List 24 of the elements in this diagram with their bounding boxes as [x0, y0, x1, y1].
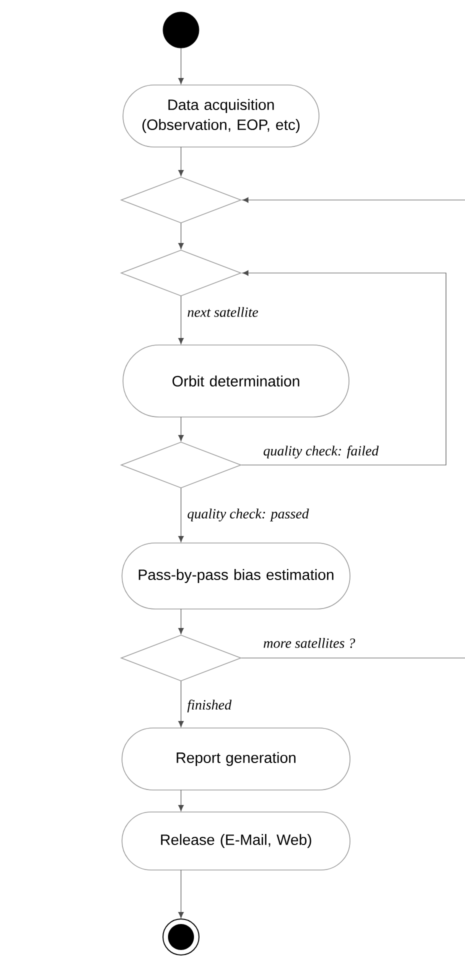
arrow [178, 870, 184, 918]
process-box: Report generation [122, 728, 350, 790]
end-circle [162, 918, 200, 956]
arrow [241, 270, 446, 466]
arrow [178, 222, 184, 250]
process-box: Orbit determination [122, 344, 350, 418]
edge-label: quality check: passed [186, 508, 310, 522]
arrow [178, 48, 184, 84]
edge-label: more satellites ? [262, 637, 356, 649]
start-circle [162, 12, 200, 48]
process-box: Data acquisition (Observation, EOP, etc) [122, 84, 320, 148]
edge-label: quality check: failed [262, 444, 380, 460]
process-box: Release (E-Mail, Web) [122, 812, 350, 870]
edge-label: finished [186, 698, 233, 714]
arrow [178, 488, 184, 542]
arrow [242, 197, 465, 203]
arrow [178, 416, 184, 442]
arrow [178, 790, 184, 812]
process-box: Pass-by-pass bias estimation [122, 542, 350, 610]
arrow [178, 680, 184, 728]
arrow [178, 608, 184, 634]
arrow [178, 296, 184, 344]
edge-label: next satellite [186, 306, 260, 318]
arrow [178, 146, 184, 176]
